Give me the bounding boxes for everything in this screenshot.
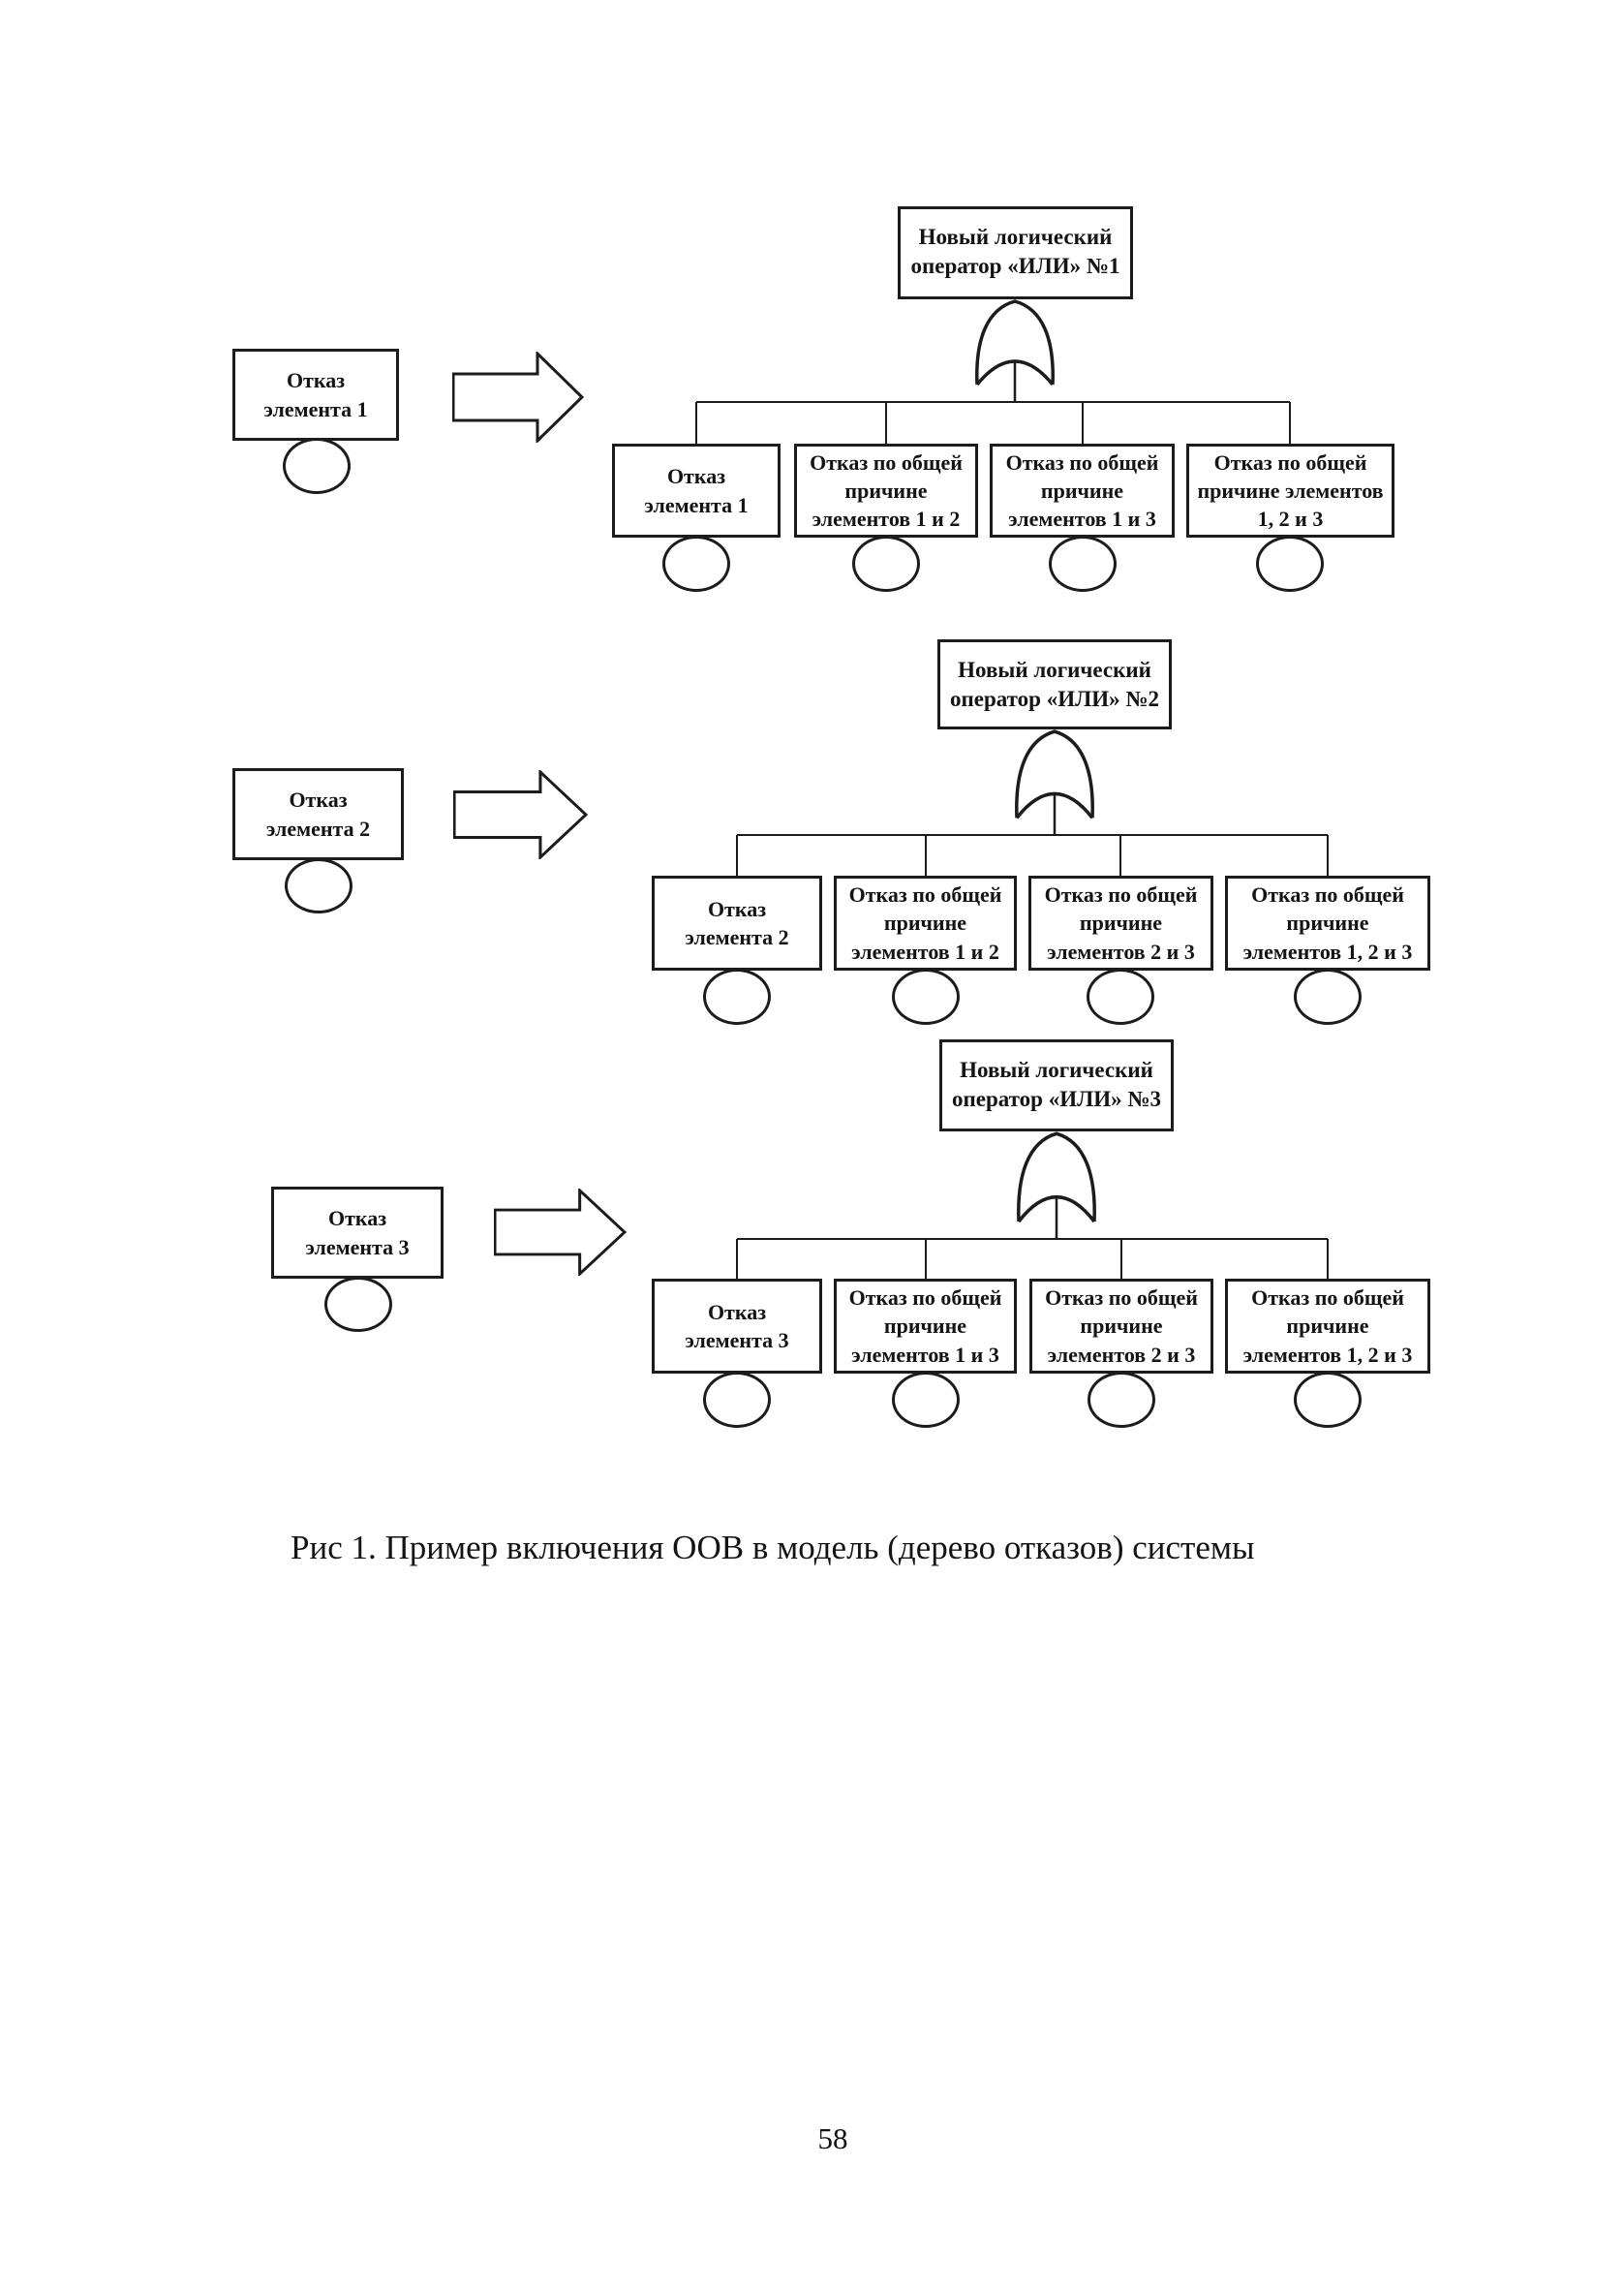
connector-drop	[1119, 835, 1121, 877]
transform-arrow-icon	[494, 1189, 627, 1276]
child-failure-box: Отказ элемента 2	[652, 876, 822, 971]
or-gate-icon	[1015, 729, 1094, 836]
basic-event-ellipse	[892, 1372, 960, 1428]
figure-caption: Рис 1. Пример включения ООВ в модель (де…	[291, 1529, 1255, 1566]
connector-drop	[736, 835, 738, 877]
child-failure-box: Отказ по общей причине элементов 1, 2 и …	[1225, 876, 1430, 971]
child-failure-box: Отказ по общей причине элементов 1 и 2	[794, 444, 978, 538]
basic-event-ellipse	[1088, 1372, 1155, 1428]
child-failure-box: Отказ по общей причине элементов 1, 2 и …	[1225, 1279, 1430, 1374]
basic-event-ellipse	[703, 1372, 771, 1428]
basic-event-ellipse	[852, 536, 920, 592]
child-failure-box: Отказ элемента 3	[652, 1279, 822, 1374]
or-operator-box-1: Новый логический оператор «ИЛИ» №1	[898, 206, 1133, 299]
connector-horizontal	[696, 401, 1290, 403]
connector-drop	[925, 1239, 927, 1280]
connector-drop	[695, 402, 697, 445]
page-number: 58	[817, 2121, 848, 2155]
child-failure-box: Отказ по общей причине элементов 1 и 3	[990, 444, 1175, 538]
source-failure-box-3: Отказ элемента 3	[271, 1187, 444, 1279]
transform-arrow-icon	[453, 770, 588, 859]
source-failure-box-1: Отказ элемента 1	[232, 349, 399, 441]
connector-drop	[1327, 835, 1329, 877]
basic-event-ellipse	[1087, 969, 1154, 1025]
or-gate-icon	[975, 299, 1055, 402]
source-failure-box-2: Отказ элемента 2	[232, 768, 404, 860]
or-operator-box-3: Новый логический оператор «ИЛИ» №3	[939, 1039, 1174, 1131]
or-gate-icon	[1017, 1131, 1096, 1240]
connector-horizontal	[737, 834, 1328, 836]
child-failure-box: Отказ по общей причине элементов 1 и 2	[834, 876, 1017, 971]
connector-drop	[925, 835, 927, 877]
basic-event-ellipse	[1294, 969, 1362, 1025]
basic-event-ellipse	[1049, 536, 1117, 592]
or-operator-box-2: Новый логический оператор «ИЛИ» №2	[937, 639, 1172, 729]
basic-event-ellipse	[324, 1277, 392, 1332]
connector-drop	[1289, 402, 1291, 445]
child-failure-box: Отказ элемента 1	[612, 444, 781, 538]
child-failure-box: Отказ по общей причине элементов 2 и 3	[1028, 876, 1213, 971]
connector-drop	[1120, 1239, 1122, 1280]
basic-event-ellipse	[1294, 1372, 1362, 1428]
basic-event-ellipse	[703, 969, 771, 1025]
child-failure-box: Отказ по общей причине элементов 1 и 3	[834, 1279, 1017, 1374]
connector-horizontal	[737, 1238, 1328, 1240]
connector-drop	[885, 402, 887, 445]
child-failure-box: Отказ по общей причине элементов 2 и 3	[1029, 1279, 1213, 1374]
basic-event-ellipse	[662, 536, 730, 592]
connector-drop	[736, 1239, 738, 1280]
connector-drop	[1082, 402, 1084, 445]
basic-event-ellipse	[892, 969, 960, 1025]
basic-event-ellipse	[283, 438, 351, 494]
connector-drop	[1327, 1239, 1329, 1280]
transform-arrow-icon	[452, 352, 584, 443]
child-failure-box: Отказ по общей причине элементов 1, 2 и …	[1186, 444, 1394, 538]
basic-event-ellipse	[1256, 536, 1324, 592]
basic-event-ellipse	[285, 858, 352, 913]
